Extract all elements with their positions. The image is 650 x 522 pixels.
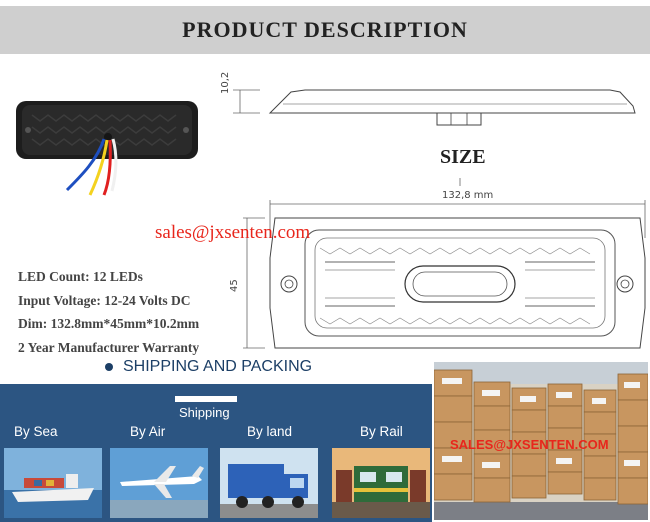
- spec-warranty: 2 Year Manufacturer Warranty: [18, 339, 200, 355]
- product-photo: [16, 101, 198, 196]
- airplane-icon: [110, 448, 208, 518]
- height-dimension: 10,2: [220, 71, 231, 94]
- length-dimension: 132,8 mm: [442, 190, 494, 201]
- side-view-drawing: [233, 89, 636, 126]
- spec-input-voltage: Input Voltage: 12-24 Volts DC: [18, 292, 191, 308]
- spec-led-count: LED Count: 12 LEDs: [18, 269, 143, 284]
- method-label-air: By Air: [130, 424, 166, 439]
- shipping-banner-label: Shipping: [179, 405, 230, 420]
- spec-list: LED Count: 12 LEDs Input Voltage: 12-24 …: [18, 265, 248, 359]
- shipping-heading: SHIPPING AND PACKING: [105, 358, 312, 376]
- shipping-banner-bar: [175, 396, 237, 402]
- size-label: SIZE: [440, 146, 486, 168]
- truck-icon: [220, 448, 318, 518]
- shipping-panel: Shipping By Sea By Air By land By Rail: [0, 384, 432, 522]
- email-watermark[interactable]: sales@jxsenten.com: [155, 222, 311, 243]
- warehouse-email-watermark[interactable]: SALES@JXSENTEN.COM: [450, 437, 609, 452]
- train-icon: [332, 448, 430, 518]
- spec-dimensions: Dim: 132.8mm*45mm*10.2mm: [18, 316, 200, 331]
- method-label-sea: By Sea: [14, 424, 58, 439]
- shipping-heading-text: SHIPPING AND PACKING: [123, 358, 313, 375]
- method-label-rail: By Rail: [360, 424, 403, 439]
- warehouse-photo: [434, 362, 648, 520]
- front-view-drawing: [243, 178, 646, 349]
- page-title: PRODUCT DESCRIPTION: [182, 17, 468, 42]
- ship-icon: [4, 448, 102, 518]
- bullet-icon: [105, 363, 113, 371]
- method-label-land: By land: [247, 424, 293, 439]
- header-band: PRODUCT DESCRIPTION: [0, 6, 650, 54]
